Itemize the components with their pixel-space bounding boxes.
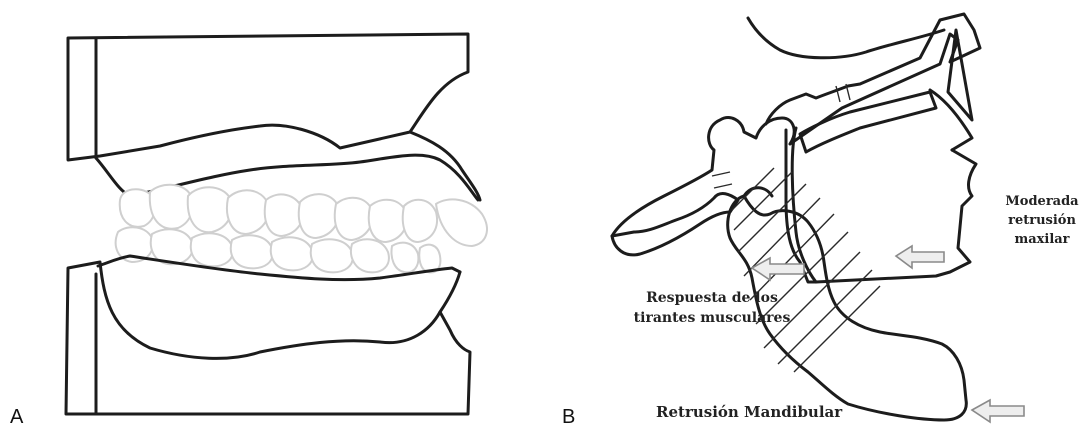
cranial-base-outline <box>612 14 980 236</box>
maxilla-frame <box>786 130 816 282</box>
nasal-profile <box>816 150 976 282</box>
teeth-row <box>116 185 487 273</box>
pterygoid-spine <box>948 30 972 120</box>
panel-label-a: A <box>10 406 23 429</box>
lower-front-edge <box>440 272 460 312</box>
orbit-rim <box>930 90 972 150</box>
sphenoid-plate <box>800 92 936 152</box>
arrow-muscle <box>752 258 804 280</box>
annotation-muscle-line-2: tirantes musculares <box>612 308 812 328</box>
arrow-maxillary <box>896 246 944 268</box>
occipital-hook <box>612 194 738 255</box>
annotation-mandibular-retrusion: Retrusión Mandibular <box>656 403 842 421</box>
pterygomaxillary-column <box>792 128 816 282</box>
annotation-maxillary-line-1: Moderada <box>1000 192 1084 211</box>
annotation-muscle-line-1: Respuesta de los <box>612 288 812 308</box>
basion-tick <box>712 172 732 188</box>
lower-cast-base <box>66 262 470 414</box>
panel-label-b: B <box>562 406 575 429</box>
mandible-condyle-top <box>744 188 772 196</box>
annotation-maxillary-line-2: retrusión <box>1000 211 1084 230</box>
muscle-hatching <box>732 168 880 372</box>
sella-tick <box>836 84 850 102</box>
annotation-maxillary-retrusion: Moderada retrusión maxilar <box>1000 192 1084 249</box>
dental-cast-illustration <box>0 0 540 436</box>
palatal-bar-upper <box>748 18 944 58</box>
arrow-mandibular <box>972 400 1024 422</box>
annotation-maxillary-line-3: maxilar <box>1000 230 1084 249</box>
annotation-muscle-response: Respuesta de los tirantes musculares <box>612 288 812 328</box>
upper-cast-base <box>68 34 468 160</box>
